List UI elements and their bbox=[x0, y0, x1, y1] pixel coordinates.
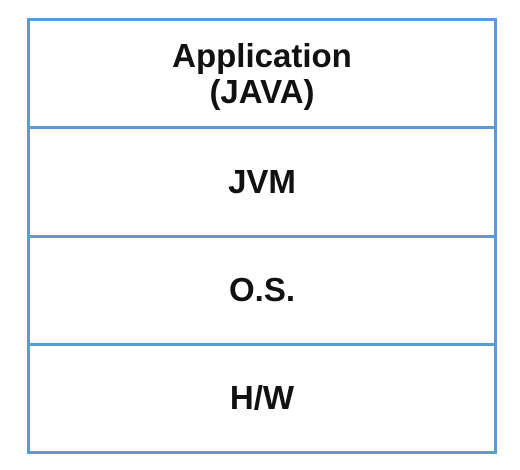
layer-stack-diagram: Application (JAVA) JVM O.S. H/W bbox=[27, 18, 497, 454]
layer-application-label: Application bbox=[172, 36, 352, 74]
layer-os-label: O.S. bbox=[228, 271, 296, 309]
layer-hw-label: H/W bbox=[229, 379, 295, 417]
layer-application-sublabel: (JAVA) bbox=[209, 72, 315, 110]
layer-hw: H/W bbox=[30, 342, 494, 451]
layer-jvm-label: JVM bbox=[228, 162, 296, 200]
layer-application: Application (JAVA) bbox=[30, 21, 494, 126]
layer-os: O.S. bbox=[30, 234, 494, 343]
layer-jvm: JVM bbox=[30, 126, 494, 234]
